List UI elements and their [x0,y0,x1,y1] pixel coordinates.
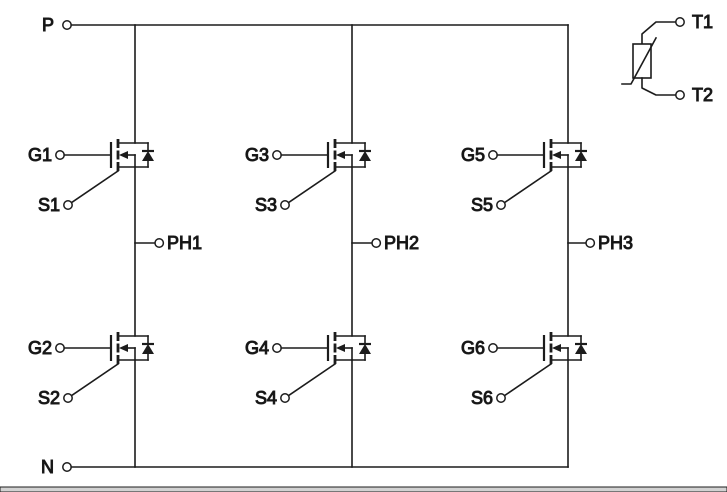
thermistor-body-icon [632,43,652,79]
phase2-label: PH2 [384,233,419,253]
thermistor-top-lead-wire [641,21,677,45]
phase1-terminal [154,238,165,248]
gate-label-g6: G6 [461,338,485,358]
source-label-s1: S1 [38,195,60,215]
mosfet-q3 [271,137,373,211]
n-rail-label: N [41,457,54,477]
phase3-label: PH3 [598,233,633,253]
n-terminal [62,462,72,472]
source-label-s5: S5 [471,195,493,215]
t2-terminal [675,90,685,100]
phase3-terminal [585,238,596,248]
mosfet-q1 [54,137,156,211]
t1-label: T1 [692,12,713,32]
t2-label: T2 [692,85,713,105]
gate-label-g5: G5 [461,145,485,165]
source-label-s3: S3 [255,195,277,215]
half-bridge-leg-2: G3 S3 G4 S4 PH2 [244,24,420,468]
mosfet-q6 [487,330,589,404]
phase1-label: PH1 [167,233,202,253]
source-label-s4: S4 [255,388,277,408]
half-bridge-leg-3: G5 S5 G6 S6 PH3 [460,24,634,468]
thermistor-diagonal-icon [621,36,658,85]
source-label-s6: S6 [471,388,493,408]
mosfet-q4 [271,330,373,404]
thermistor: T1 T2 [621,12,714,106]
gate-label-g4: G4 [245,338,269,358]
gate-label-g1: G1 [28,145,52,165]
phase2-terminal [371,238,382,248]
p-rail-label: P [42,15,54,35]
gate-label-g3: G3 [245,145,269,165]
half-bridge-leg-1: G1 S1 G2 S2 PH1 [27,24,203,468]
thermistor-bottom-lead-wire [641,77,677,96]
source-label-s2: S2 [38,388,60,408]
t1-terminal [675,17,685,27]
mosfet-q5 [487,137,589,211]
gate-label-g2: G2 [28,338,52,358]
mosfet-q2 [54,330,156,404]
p-terminal [62,20,72,30]
window-bottom-edge [0,486,727,492]
